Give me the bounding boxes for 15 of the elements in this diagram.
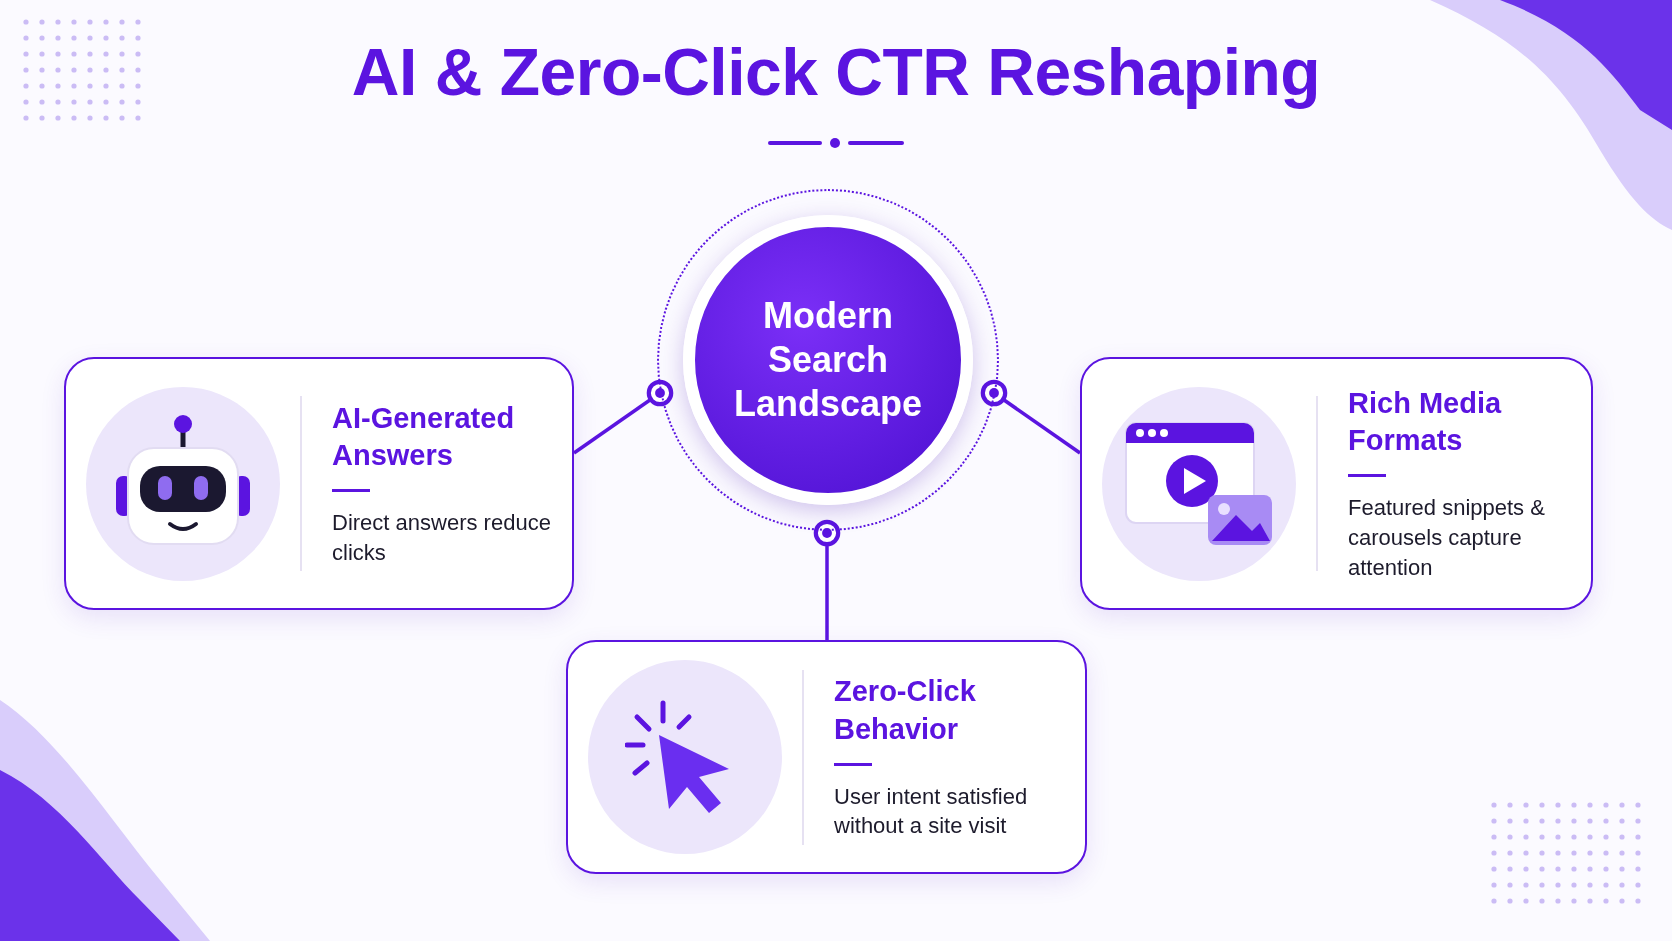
title: AI & Zero-Click CTR Reshaping bbox=[351, 34, 1321, 110]
card-title: AI-Generated Answers bbox=[332, 400, 516, 474]
topic-card bbox=[64, 357, 574, 610]
connector-line bbox=[980, 379, 1081, 455]
hub-circle bbox=[657, 189, 999, 531]
topic-card bbox=[1080, 357, 1593, 610]
card-title: Zero-Click Behavior bbox=[834, 674, 977, 747]
topic-card bbox=[566, 640, 1087, 874]
card-description: Direct answers reduce clicks bbox=[332, 509, 552, 567]
hub-label: Modern Search Landscape bbox=[732, 294, 924, 426]
connector-line bbox=[813, 519, 841, 640]
card-description: User intent satisfied without a site visit bbox=[834, 782, 1029, 841]
card-title: Rich Media Formats bbox=[1348, 385, 1503, 459]
connector-line bbox=[573, 379, 674, 455]
card-description: Featured snippets & carousels capture attention bbox=[1348, 494, 1546, 582]
